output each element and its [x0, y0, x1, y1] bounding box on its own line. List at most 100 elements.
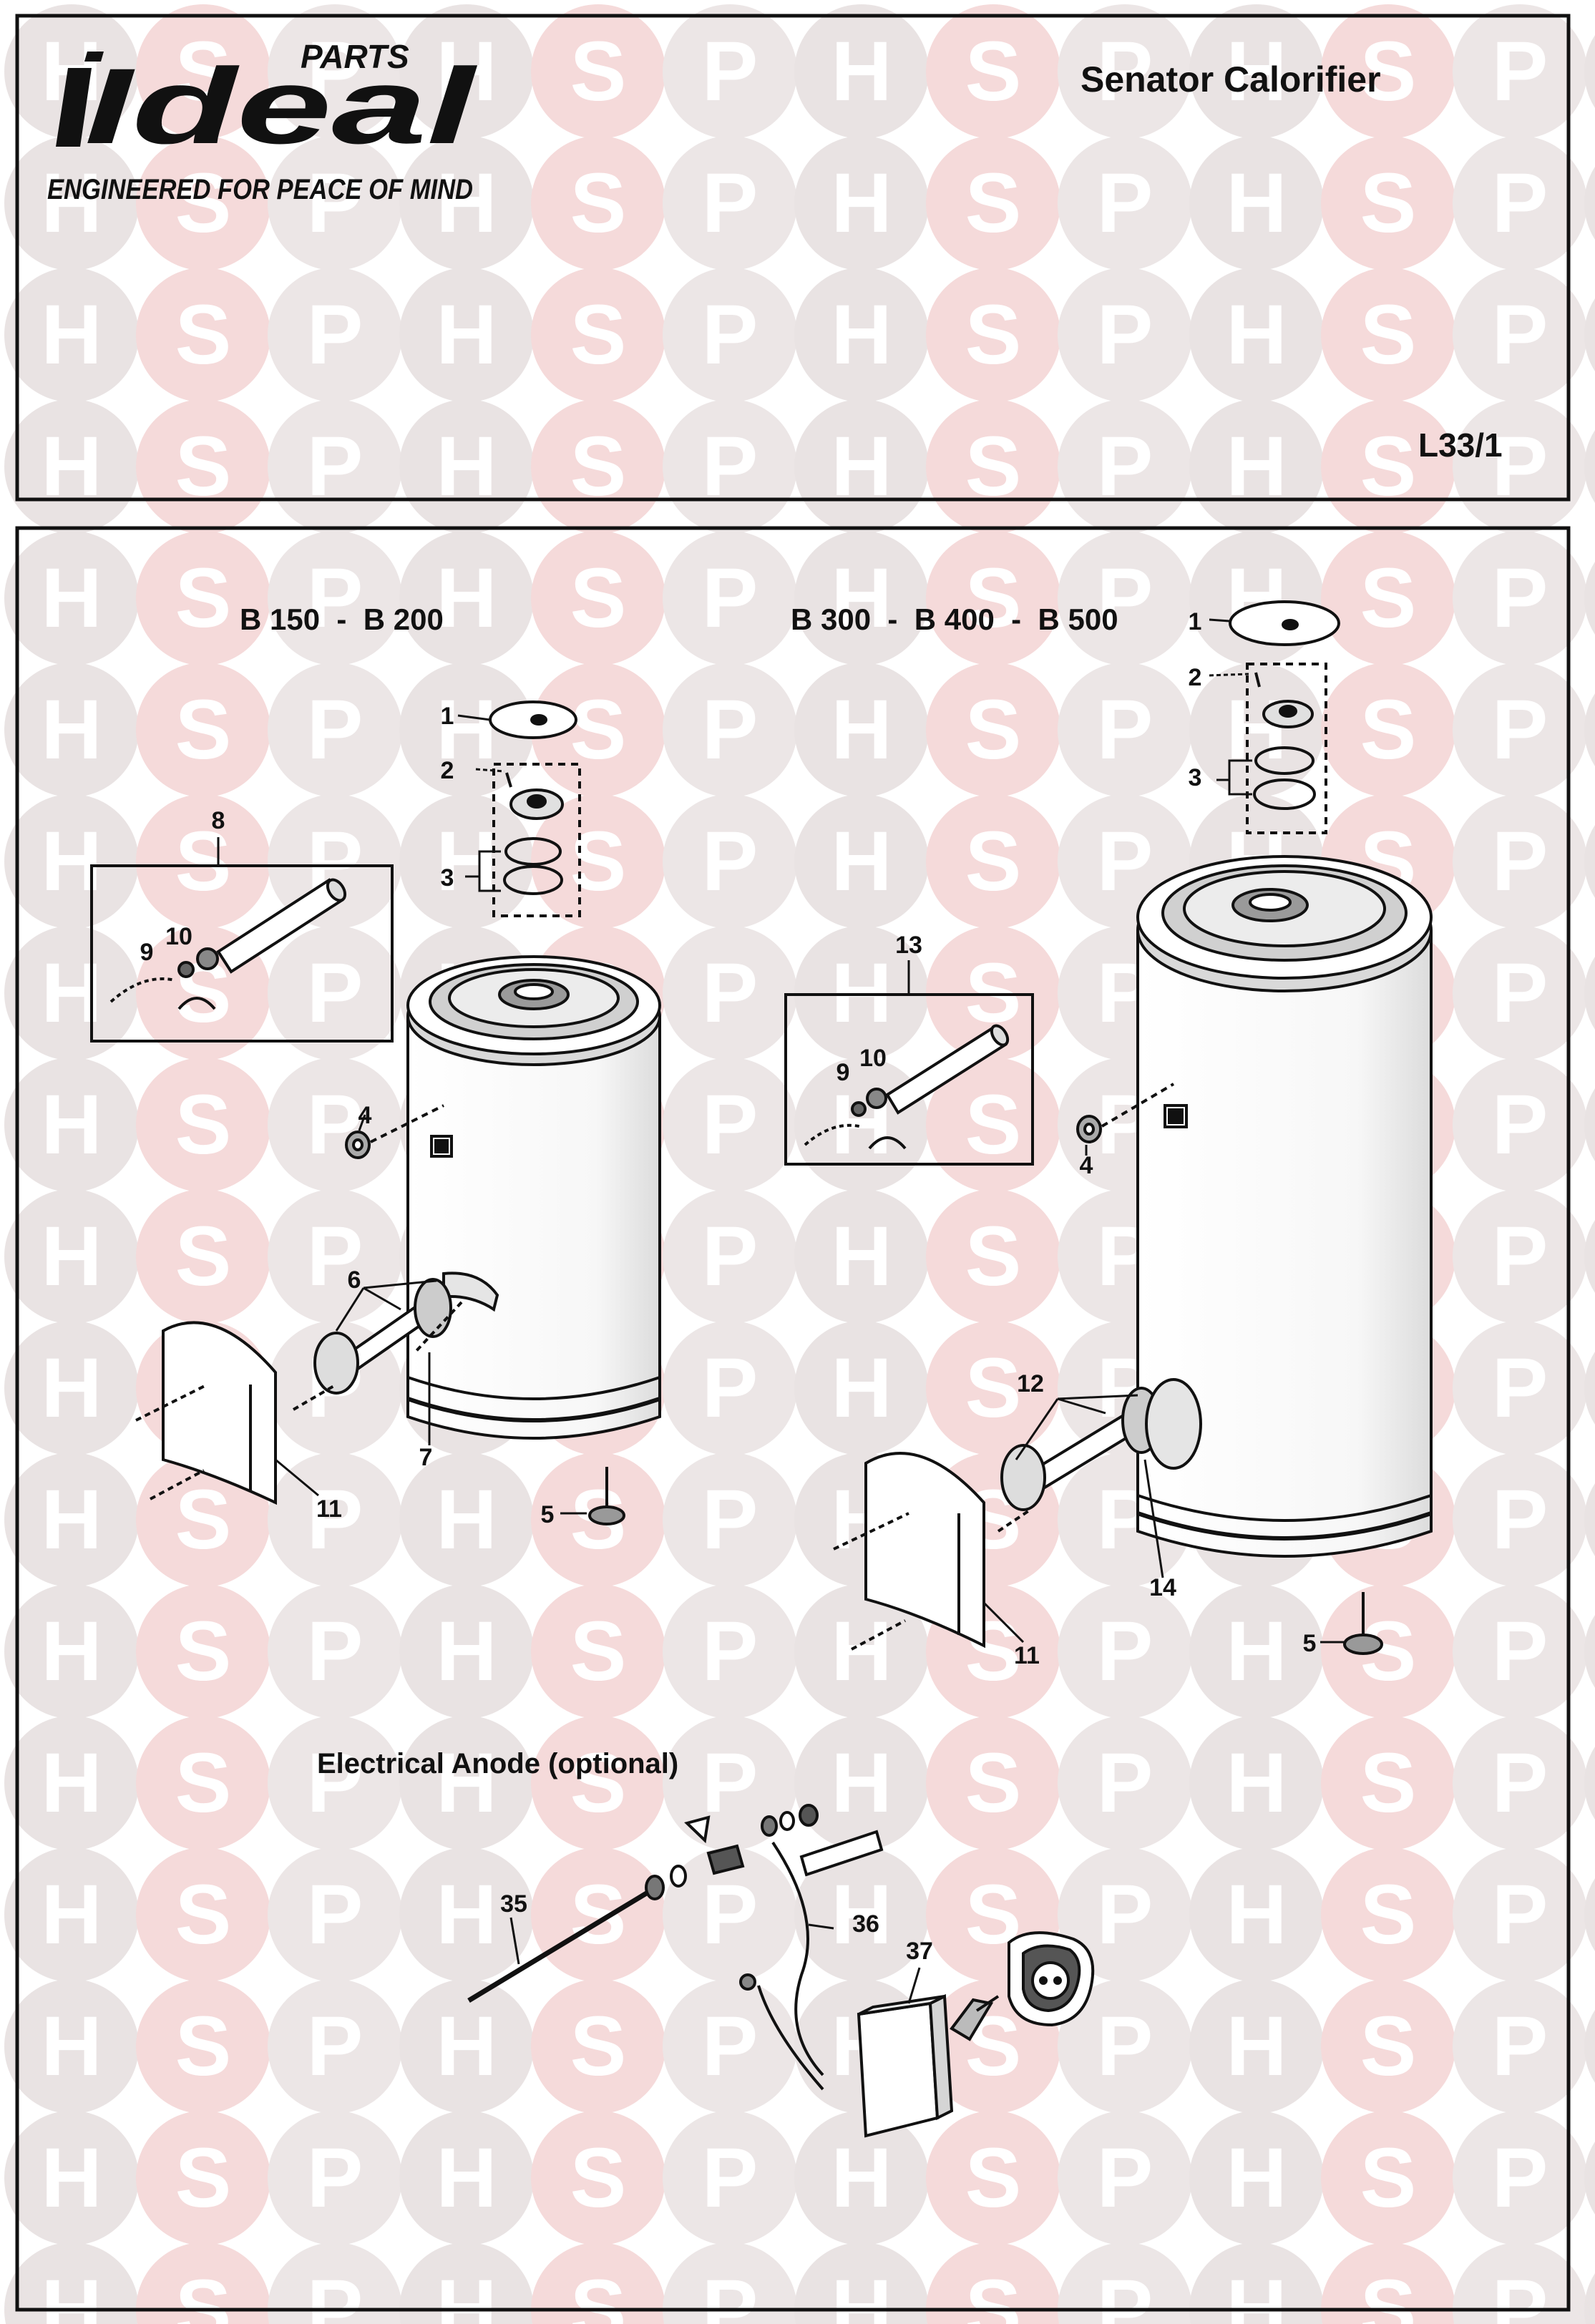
callout-number: 13 [895, 932, 922, 959]
watermark-letter: H [41, 1209, 102, 1304]
watermark-letter: H [1226, 24, 1287, 119]
watermark-circle [1453, 136, 1587, 270]
watermark-circle [1321, 268, 1455, 402]
wall-socket [1008, 1931, 1095, 2027]
watermark-letter: H [436, 156, 497, 250]
callout-leaders-right [907, 618, 1344, 1644]
callout-leaders-anode [509, 1917, 921, 2004]
callout-number: 11 [316, 1495, 342, 1523]
watermark-letter: S [965, 683, 1022, 777]
watermark-circle [1321, 1979, 1455, 2114]
watermark-circle [1453, 1058, 1587, 1192]
watermark-letter: P [1492, 2262, 1548, 2324]
callout-number: 11 [1014, 1642, 1040, 1669]
watermark-letter: S [965, 1078, 1022, 1172]
watermark-circle [1453, 1189, 1587, 1324]
watermark-circle [1584, 825, 1595, 898]
watermark-circle [663, 1321, 797, 1455]
callout-number: 5 [541, 1501, 555, 1528]
watermark-letter: S [1360, 551, 1417, 645]
watermark-letter: S [175, 1604, 232, 1699]
watermark-circle [136, 2111, 270, 2245]
watermark-circle [1058, 1847, 1192, 1982]
watermark-letter: H [436, 551, 497, 645]
watermark-circle [794, 4, 929, 139]
watermark-letter: S [1360, 683, 1417, 777]
watermark-circle [4, 2242, 139, 2324]
watermark-letter: P [702, 288, 759, 382]
watermark-letter: S [570, 2131, 627, 2225]
watermark-letter: P [702, 24, 759, 119]
watermark-letter: P [702, 814, 759, 909]
coil-flange-assembly-left [292, 1278, 463, 1411]
watermark-letter: H [1226, 1868, 1287, 1962]
watermark-letter: P [1097, 551, 1153, 645]
watermark-letter: P [307, 551, 364, 645]
watermark-letter: H [436, 2262, 497, 2324]
watermark-circle [794, 531, 929, 665]
watermark-circle [268, 1452, 402, 1587]
watermark-circle [531, 2242, 665, 2324]
watermark-letter: P [1097, 1999, 1153, 2094]
watermark-circle [663, 4, 797, 139]
callout-number: 36 [852, 1910, 879, 1938]
watermark-letter: P [702, 1604, 759, 1699]
watermark-circle [794, 794, 929, 929]
watermark-circle [4, 531, 139, 665]
watermark-circle [663, 926, 797, 1060]
watermark-letter: S [175, 1868, 232, 1962]
callout-number: 9 [836, 1059, 850, 1086]
watermark-circle [531, 1716, 665, 1850]
watermark-letter: P [1097, 1604, 1153, 1699]
watermark-letter: P [1492, 2131, 1548, 2225]
watermark-letter: H [41, 1736, 102, 1830]
watermark-circle [531, 2111, 665, 2245]
watermark-circle [1453, 1716, 1587, 1850]
watermark-letter: S [1360, 156, 1417, 250]
callout-number: 9 [140, 939, 154, 966]
watermark-letter: H [831, 2131, 892, 2225]
callout-number: 3 [1189, 764, 1202, 791]
watermark-circle [1321, 136, 1455, 270]
watermark-circle [4, 926, 139, 1060]
callout-number: 4 [358, 1102, 372, 1129]
watermark-letter: P [1097, 1868, 1153, 1962]
watermark-letter: H [436, 2131, 497, 2225]
watermark-letter: P [307, 2262, 364, 2324]
watermark-letter: P [1492, 1473, 1548, 1567]
watermark-letter: P [1097, 2262, 1153, 2324]
watermark-letter: S [1360, 2131, 1417, 2225]
watermark-letter: S [965, 288, 1022, 382]
watermark-letter: S [1360, 2262, 1417, 2324]
watermark-circle [399, 136, 534, 270]
cover-panel-left [135, 1321, 277, 1505]
watermark-circle [1189, 2111, 1324, 2245]
watermark-letter: H [41, 2262, 102, 2324]
watermark-letter: H [1226, 1736, 1287, 1830]
watermark-circle [531, 136, 665, 270]
watermark-letter: H [41, 683, 102, 777]
watermark-letter: P [702, 1078, 759, 1172]
watermark-letter: H [41, 288, 102, 382]
watermark-circle [268, 1584, 402, 1719]
watermark-letter: S [965, 1209, 1022, 1304]
watermark-circle [1584, 1352, 1595, 1425]
watermark-letter: H [831, 551, 892, 645]
watermark-letter: S [965, 814, 1022, 909]
watermark-letter: H [831, 1604, 892, 1699]
watermark-circle [663, 794, 797, 929]
callout-number: 8 [212, 807, 225, 834]
watermark-circle [1584, 430, 1595, 503]
watermark-circle [136, 4, 270, 139]
watermark-circle [1453, 2111, 1587, 2245]
watermark-circle [1453, 531, 1587, 665]
watermark-letter: P [307, 1604, 364, 1699]
watermark-circle [399, 4, 534, 139]
watermark-letter: H [831, 1209, 892, 1304]
watermark-letter: S [570, 156, 627, 250]
watermark-circle [399, 1584, 534, 1719]
watermark-letter: P [1492, 683, 1548, 777]
anode-kit-box-left [90, 864, 394, 1043]
watermark-circle [4, 1847, 139, 1982]
